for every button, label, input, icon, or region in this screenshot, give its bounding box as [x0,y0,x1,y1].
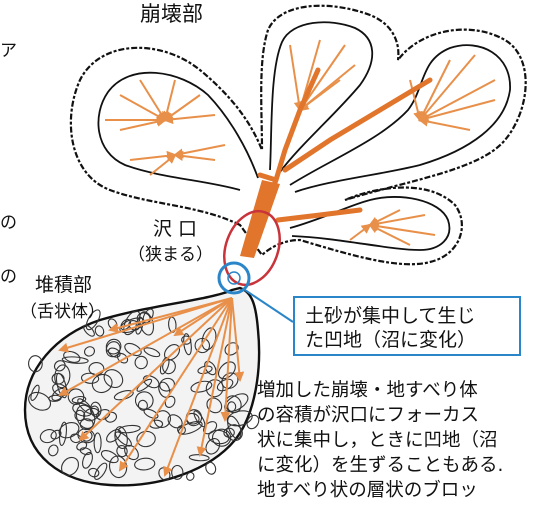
mouth-note: （狭まる） [128,240,213,265]
cropped-text-3: の [0,262,17,287]
collapse-zone-label: 崩壊部 [140,0,203,28]
flow-arrow [420,80,495,120]
description-line-3: 状に集中し，ときに凹地（沼 [257,428,553,453]
flow-arrow [175,145,225,155]
flow-arrow [175,155,215,160]
flow-arrow [420,120,470,130]
description-line-4: に変化）を生ずることもある. [257,453,553,478]
left-catchment [98,73,258,190]
callout-line-2: た凹地（沼に変化） [305,328,509,352]
flow-arrow [350,225,370,240]
deposit-zone-label: 堆積部 [35,270,92,297]
flow-arrow [290,45,300,110]
lower-right-catchment [290,197,449,250]
callout-line-1: 土砂が集中して生じ [305,304,509,328]
depression-callout: 土砂が集中して生じ た凹地（沼に変化） [293,296,521,356]
description-line-1: 増加した崩壊・地すべり体 [257,378,553,403]
flow-arrow [120,120,165,130]
right-catchment [290,45,510,192]
deposit-zone-note: （舌状体） [20,297,105,322]
flow-arrow [420,100,495,120]
description-line-2: の容積が沢口にフォーカス [257,403,553,428]
cropped-text-1: ア [0,36,17,61]
cropped-text-2: の [0,208,17,233]
description-line-5: 地すべり状の層状のブロッ [257,478,553,503]
mouth-label: 沢 口 [153,214,197,241]
description-text: 増加した崩壊・地すべり体 の容積が沢口にフォーカス 状に集中し，ときに凹地（沼 … [257,378,553,503]
